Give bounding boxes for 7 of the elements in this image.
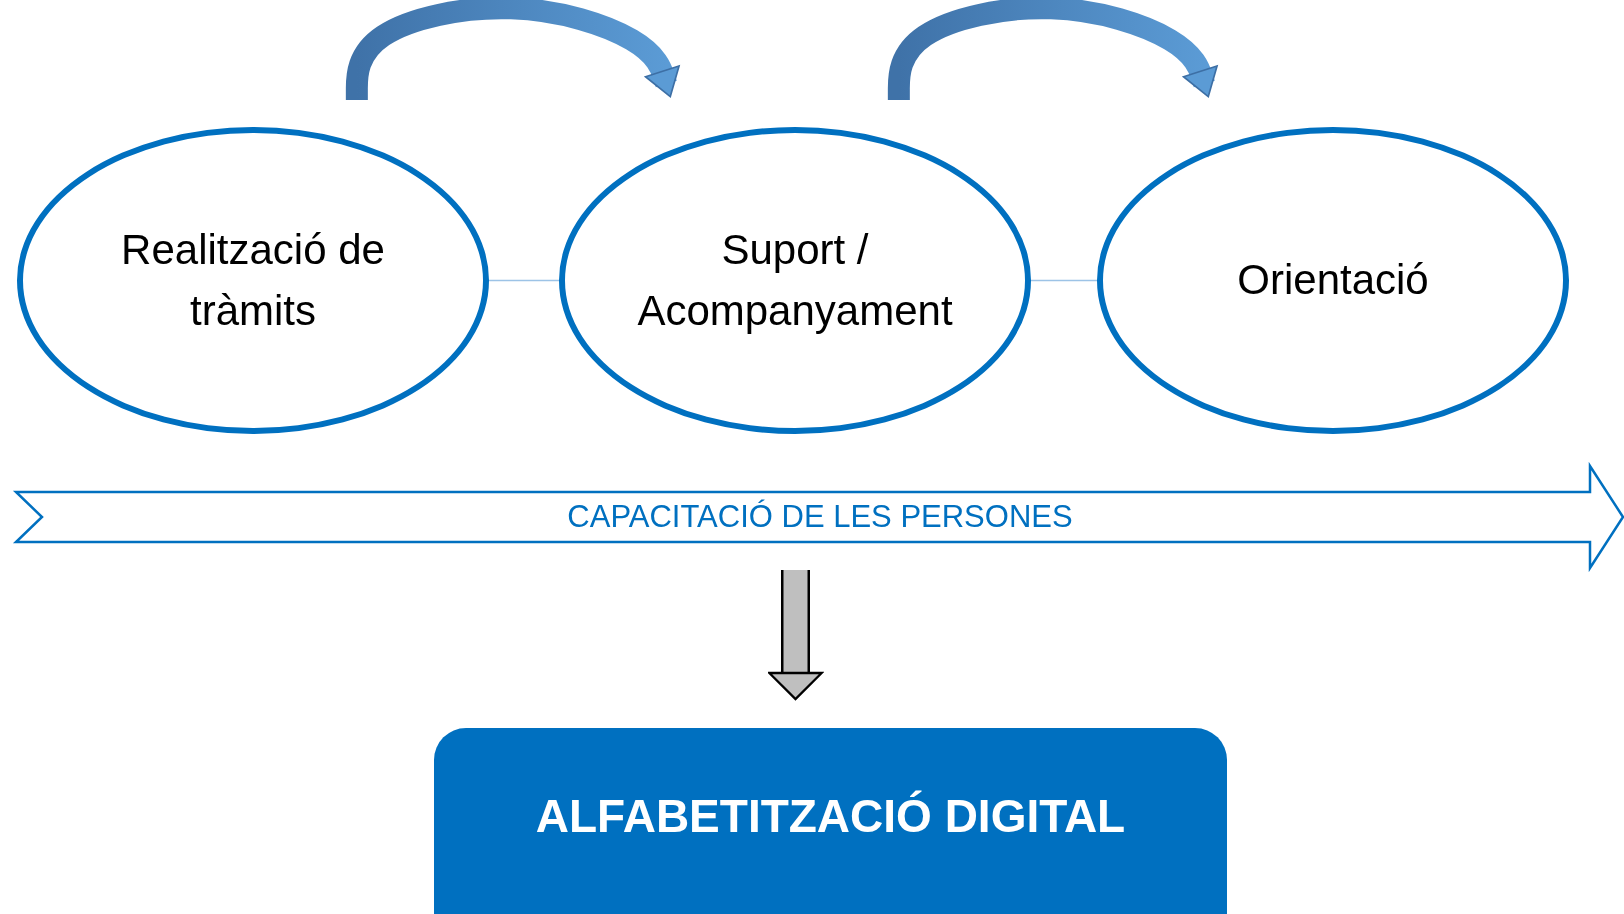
chevron-arrow-band xyxy=(12,461,1624,573)
node-label: Orientació xyxy=(1237,255,1429,306)
rounded-box xyxy=(434,728,1227,914)
box-title: ALFABETITZACIÓ DIGITAL xyxy=(535,788,1126,844)
node-label: Realització de tràmits xyxy=(120,224,386,336)
band-label: CAPACITACIÓ DE LES PERSONES xyxy=(567,497,1073,536)
node-label: Suport / Acompanyament xyxy=(636,224,954,336)
